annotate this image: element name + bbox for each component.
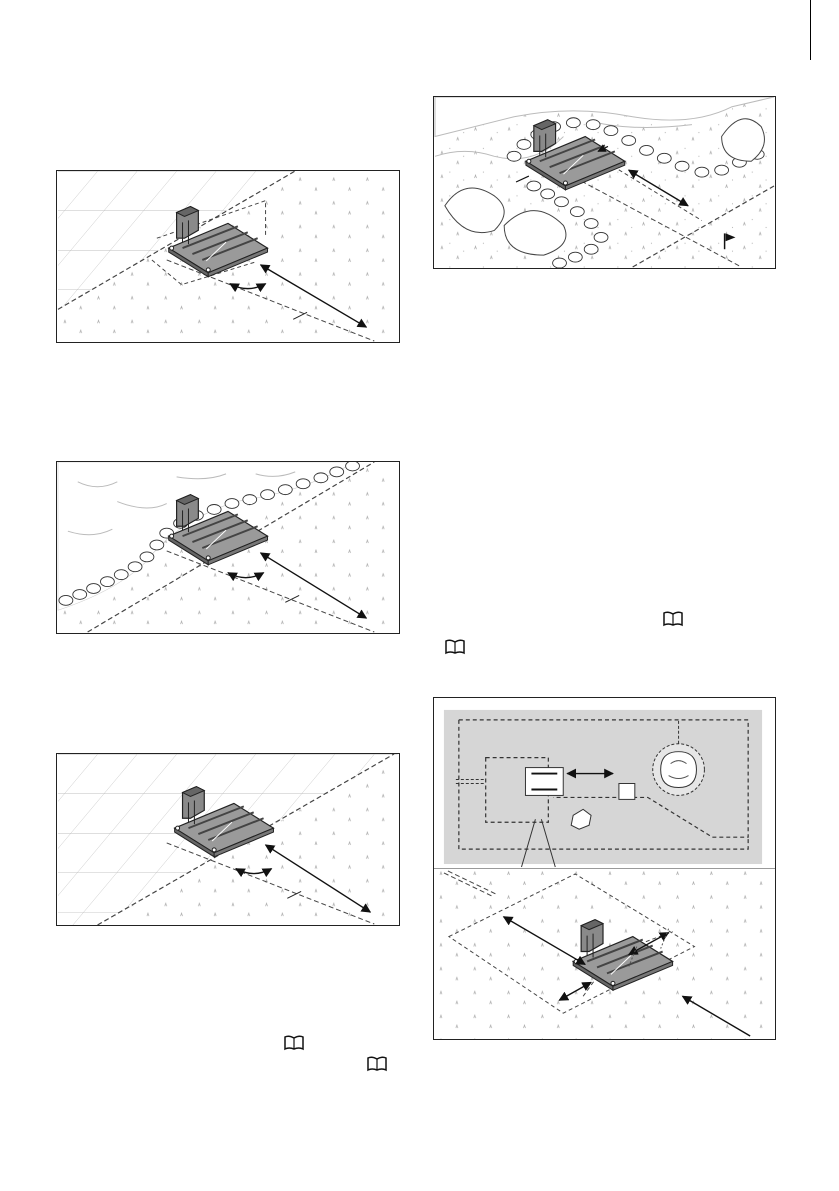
tree-icon bbox=[653, 744, 705, 796]
figure-lawn-layout-map bbox=[433, 697, 776, 1040]
figure-station-in-garden-area bbox=[433, 96, 776, 269]
book-icon bbox=[283, 1035, 305, 1051]
figure-station-on-paving bbox=[56, 170, 400, 343]
charging-station-icon bbox=[525, 768, 563, 796]
book-icon bbox=[366, 1056, 388, 1072]
figure-station-on-paving-alt bbox=[56, 753, 400, 926]
book-icon bbox=[444, 639, 466, 655]
page-trim-line bbox=[810, 0, 811, 60]
figure-station-near-garden-edge bbox=[56, 461, 400, 634]
book-icon bbox=[662, 611, 684, 627]
